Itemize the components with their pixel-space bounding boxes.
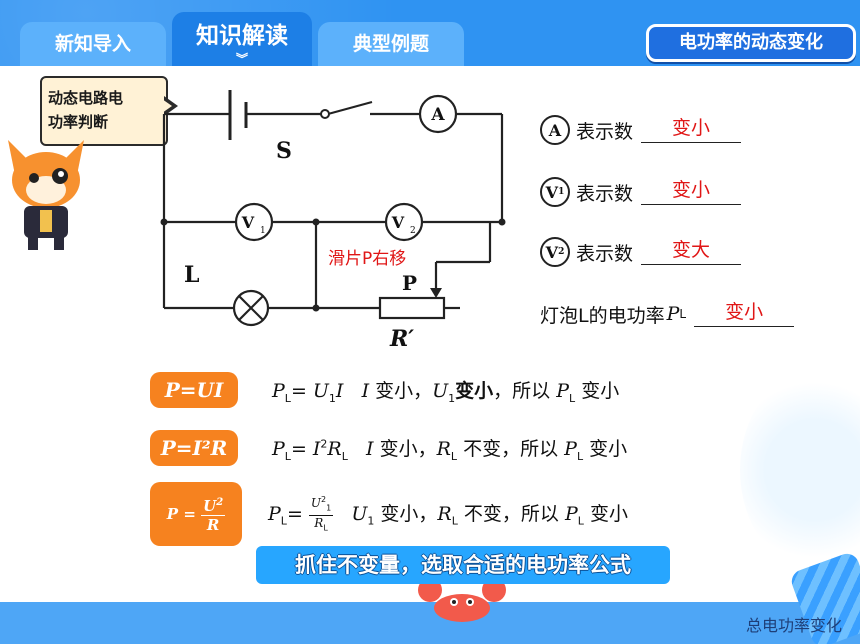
- tab-knowledge[interactable]: 知识解读 ︾: [172, 12, 312, 66]
- answer-blank[interactable]: 变小: [694, 301, 795, 327]
- tab-knowledge-label: 知识解读: [196, 23, 288, 49]
- formula-explanation-3: PL= U21 RL U1 变小，RL 不变，所以 PL 变小: [268, 494, 628, 533]
- lesson-title: 电功率的动态变化: [646, 24, 856, 62]
- answer: 变小: [672, 179, 711, 201]
- circuit-diagram: A V 1 V 2 S L 滑片P右移 P R′: [160, 90, 506, 352]
- v1-label: V: [241, 213, 255, 232]
- bottom-bar: [0, 602, 860, 644]
- answer: 变大: [672, 239, 711, 261]
- reading-text: 表示数: [576, 120, 634, 143]
- formula-row-3: P = U2 R PL= U21 RL U1 变小，RL 不变，所以 PL 变小: [150, 482, 628, 546]
- chevron-down-icon: ︾: [235, 52, 248, 66]
- answer: 变小: [672, 117, 711, 139]
- formula-row-1: P=UI PL= U1I I 变小，U1变小，所以 PL 变小: [150, 372, 619, 408]
- formula-row-2: P=I²R PL= I2RL I 变小，RL 不变，所以 PL 变小: [150, 430, 627, 466]
- formula-explanation-1: PL= U1I I 变小，U1变小，所以 PL 变小: [272, 379, 620, 405]
- power-sub: L: [679, 307, 687, 321]
- reading-text: 表示数: [576, 182, 634, 205]
- formula-pill-i2r: P=I²R: [150, 430, 238, 466]
- answer-blank[interactable]: 变小: [641, 179, 742, 205]
- crab-mascot-icon: [418, 578, 506, 622]
- v2-sub: 2: [410, 226, 416, 236]
- decoration-circle: [740, 370, 860, 570]
- answer-blank[interactable]: 变小: [641, 117, 742, 143]
- slider-note: 滑片P右移: [328, 249, 406, 269]
- v1-sub: 1: [260, 226, 266, 236]
- hint-line-1: 动态电路电: [48, 89, 124, 107]
- bubble-tail-inner: [162, 99, 172, 113]
- hint-line-2: 功率判断: [48, 113, 109, 131]
- v2-label: V: [391, 213, 405, 232]
- switch-label: S: [276, 138, 292, 164]
- power-symbol: P: [666, 303, 680, 325]
- answer-blank[interactable]: 变大: [641, 239, 742, 265]
- answer: 变小: [725, 301, 764, 323]
- content-panel: [0, 66, 860, 602]
- reading-text: 表示数: [576, 242, 634, 265]
- lamp-label: L: [184, 262, 199, 288]
- key-tip-banner: 抓住不变量，选取合适的电功率公式: [256, 546, 670, 584]
- power-text: 灯泡L的电功率: [540, 304, 665, 327]
- ammeter-icon: A: [540, 115, 570, 145]
- fox-mascot-icon: [8, 140, 84, 250]
- slider-label: P: [402, 271, 417, 295]
- reading-ammeter: A 表示数 变小: [540, 112, 742, 148]
- next-topic-link[interactable]: 总电功率变化: [745, 616, 842, 635]
- rheostat-label: R′: [389, 326, 414, 352]
- formula-pill-u2r: P = U2 R: [150, 482, 242, 546]
- formula-explanation-2: PL= I2RL I 变小，RL 不变，所以 PL 变小: [272, 437, 628, 463]
- ammeter-label: A: [430, 105, 445, 125]
- tab-examples[interactable]: 典型例题: [318, 22, 464, 66]
- formula-pill-ui: P=UI: [150, 372, 238, 408]
- tab-intro[interactable]: 新知导入: [20, 22, 166, 66]
